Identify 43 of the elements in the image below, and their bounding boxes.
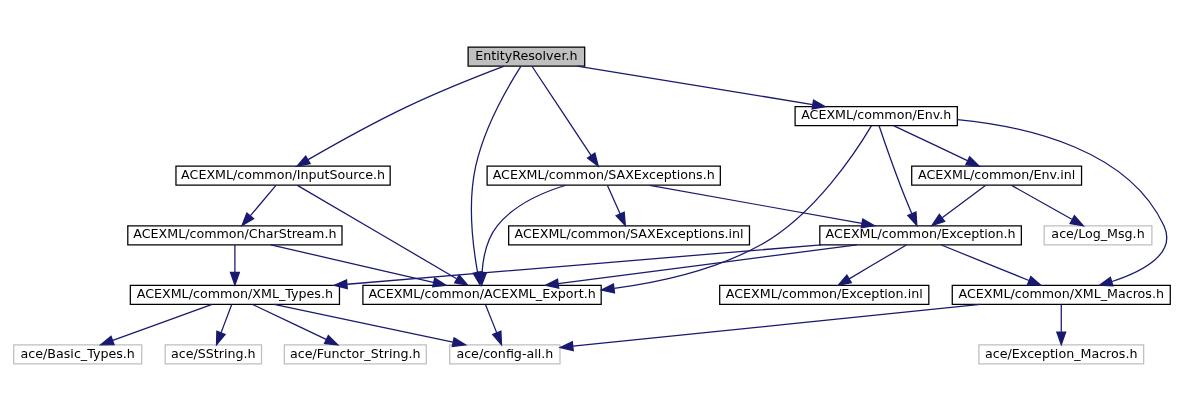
arrow (940, 244, 1043, 287)
node-box: ace/config-all.h (449, 344, 561, 365)
node-box: ACEXML/common/CharStream.h (127, 225, 343, 246)
arrow (893, 125, 981, 167)
arrow (956, 118, 1168, 287)
arrow (240, 184, 277, 228)
arrow (296, 184, 470, 287)
node-box: ACEXML/common/Exception.h (819, 225, 1022, 246)
arrow (649, 184, 877, 229)
node-box: ace/Basic_Types.h (13, 344, 143, 365)
node-box: ACEXML/common/ACEXML_Export.h (362, 284, 602, 305)
arrow (878, 125, 918, 228)
arrow (606, 184, 627, 228)
arrow (98, 303, 213, 346)
node-box: ACEXML/common/InputSource.h (175, 165, 391, 186)
arrow (558, 303, 981, 352)
arrow (531, 65, 600, 168)
arrow (836, 244, 907, 287)
node-box: ace/Functor_String.h (283, 344, 427, 365)
arrow (543, 244, 858, 289)
arrow (1055, 303, 1067, 347)
arrow (1010, 184, 1085, 227)
arrow (273, 303, 468, 348)
node-box: ACEXML/common/Exception.inl (719, 284, 930, 305)
node-box: ACEXML/common/XML_Macros.h (951, 284, 1171, 305)
node-box: ACEXML/common/Env.inl (911, 165, 1083, 186)
arrow (576, 65, 828, 110)
arrow (599, 125, 873, 294)
node-box: ace/Log_Msg.h (1043, 225, 1153, 246)
arrow (295, 65, 505, 168)
node-box: EntityResolver.h (467, 46, 586, 67)
node-box: ACEXML/common/SAXExceptions.h (486, 165, 721, 186)
arrow (930, 184, 987, 227)
arrow (215, 303, 233, 347)
node-box: ACEXML/common/XML_Types.h (129, 284, 341, 305)
node-box: ACEXML/common/SAXExceptions.inl (508, 225, 751, 246)
arrow (484, 303, 503, 347)
node-box: ACEXML/common/Env.h (794, 106, 958, 127)
arrow (229, 244, 241, 288)
node-box: ace/SString.h (164, 344, 263, 365)
arrow (270, 244, 448, 288)
node-box: ace/Exception_Macros.h (978, 344, 1145, 365)
arrow (252, 303, 340, 346)
